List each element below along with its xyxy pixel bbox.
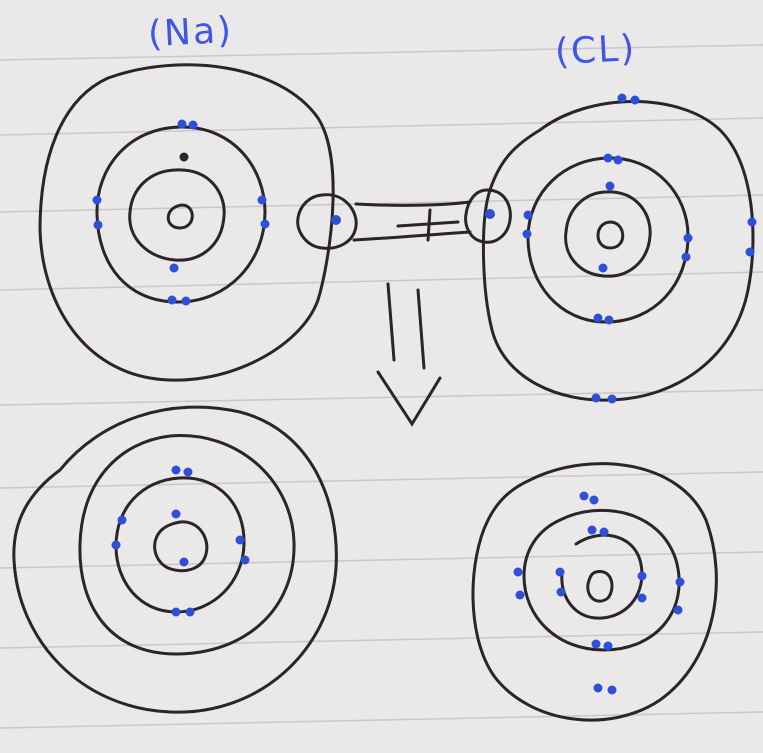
chlorine-shell-1 xyxy=(564,190,652,278)
sodium-ion xyxy=(12,405,338,714)
ruled-lines xyxy=(0,44,763,729)
chloride-ion-shell-1 xyxy=(560,533,644,620)
sodium-label: (Na) xyxy=(146,9,235,56)
chloride-ion-shell-3 xyxy=(471,462,718,722)
chlorine-electrons xyxy=(522,93,757,404)
chlorine-label: (CL) xyxy=(553,27,638,74)
sodium-ion-nucleus xyxy=(153,520,209,573)
na-outer-electron-circle xyxy=(296,193,358,250)
sodium-atom xyxy=(38,63,335,382)
sodium-shell-3 xyxy=(38,63,335,382)
sodium-ion-shell-2 xyxy=(78,434,296,656)
chloride-ion-shell-2 xyxy=(522,508,681,652)
transfer-bridge xyxy=(296,188,512,250)
chlorine-shell-3 xyxy=(481,100,755,402)
bridge-bottom xyxy=(352,230,472,242)
chloride-ion xyxy=(471,462,718,722)
sodium-electrons xyxy=(92,119,270,306)
chloride-ion-nucleus xyxy=(586,570,614,603)
sodium-shell-2 xyxy=(95,125,267,304)
chlorine-nucleus xyxy=(596,220,625,250)
sodium-ion-electrons xyxy=(111,465,250,617)
sodium-ion-shell-1 xyxy=(114,476,246,614)
bridge-top xyxy=(354,200,472,207)
sodium-ion-shell-3 xyxy=(12,405,338,714)
sodium-shell-1 xyxy=(128,168,226,262)
transfer-arrow xyxy=(396,208,460,242)
chloride-ion-electrons xyxy=(513,491,685,695)
transferred-electrons xyxy=(331,209,495,225)
sodium-nucleus xyxy=(166,203,194,230)
chlorine-atom xyxy=(481,100,755,402)
reaction-arrow xyxy=(376,282,442,427)
